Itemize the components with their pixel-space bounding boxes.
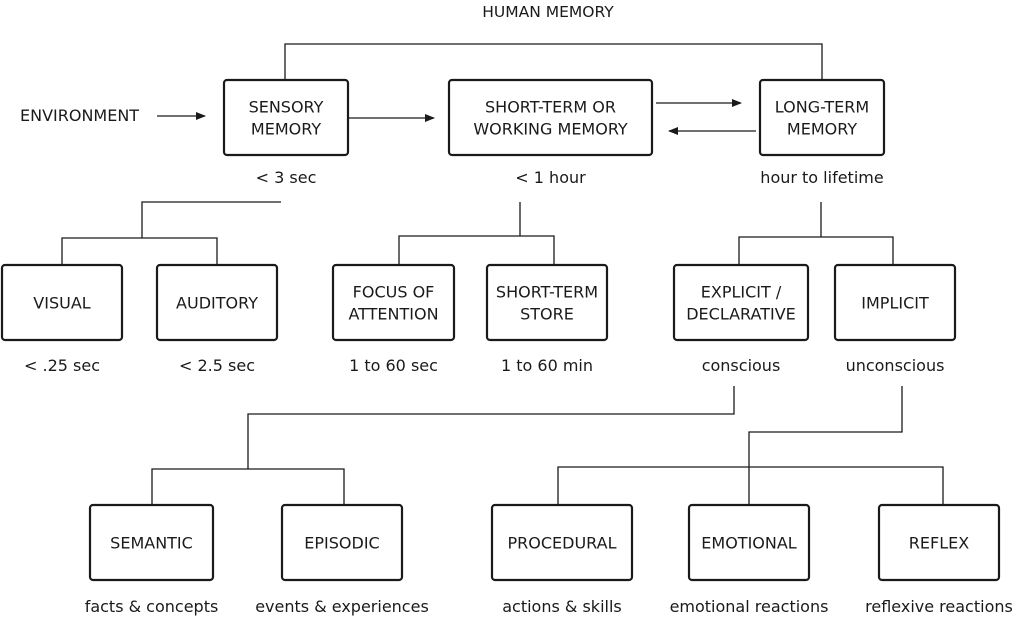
procedural-box xyxy=(490,503,634,582)
auditory-node: AUDITORY < 2.5 sec xyxy=(155,263,279,375)
procedural-label-line-1: PROCEDURAL xyxy=(508,534,617,553)
reflex-label-line-1: REFLEX xyxy=(909,534,969,553)
explicit-caption: conscious xyxy=(702,356,781,375)
explicit-children-bracket xyxy=(151,468,345,505)
implicit-children-bracket xyxy=(557,466,944,505)
semantic-caption: facts & concepts xyxy=(85,597,219,616)
nodes: SENSORY MEMORY < 3 sec SHORT-TERM OR WORKING… xyxy=(0,78,1013,616)
sensory-label-line-2: MEMORY xyxy=(251,120,321,139)
procedural-node: PROCEDURAL actions & skills xyxy=(490,503,634,616)
stsstore-label-line-2: STORE xyxy=(520,305,574,324)
longterm-children-bracket xyxy=(738,236,894,265)
emotional-label-line-1: EMOTIONAL xyxy=(701,534,797,553)
sensory-caption: < 3 sec xyxy=(256,168,317,187)
shortterm-label-line-1: SHORT-TERM OR xyxy=(485,98,616,117)
semantic-node: SEMANTIC facts & concepts xyxy=(85,503,219,616)
longterm-caption: hour to lifetime xyxy=(760,168,883,187)
episodic-label-line-1: EPISODIC xyxy=(304,534,379,553)
episodic-caption: events & experiences xyxy=(255,597,429,616)
implicit-box xyxy=(833,263,957,342)
shortterm-box xyxy=(447,78,654,157)
environment-label: ENVIRONMENT xyxy=(20,106,139,125)
longterm-node: LONG-TERM MEMORY hour to lifetime xyxy=(758,78,886,187)
visual-box xyxy=(0,263,124,342)
auditory-label-line-1: AUDITORY xyxy=(176,294,258,313)
emotional-box xyxy=(687,503,811,582)
stsstore-label-line-1: SHORT-TERM xyxy=(496,283,598,302)
emotional-caption: emotional reactions xyxy=(670,597,829,616)
episodic-box xyxy=(280,503,404,582)
focus-node: FOCUS OF ATTENTION 1 to 60 sec xyxy=(331,263,456,375)
shortterm-label-line-2: WORKING MEMORY xyxy=(473,120,628,139)
diagram-title: HUMAN MEMORY xyxy=(482,3,614,21)
episodic-node: EPISODIC events & experiences xyxy=(255,503,429,616)
visual-label-line-1: VISUAL xyxy=(33,294,90,313)
sensory-children-bracket xyxy=(61,237,218,265)
longterm-box xyxy=(758,78,886,157)
implicit-caption: unconscious xyxy=(846,356,945,375)
title-bracket xyxy=(284,43,823,80)
connectors xyxy=(61,43,944,505)
emotional-node: EMOTIONAL emotional reactions xyxy=(670,503,829,616)
focus-label-line-2: ATTENTION xyxy=(348,305,438,324)
reflex-box xyxy=(877,503,1001,582)
sensory-node: SENSORY MEMORY < 3 sec xyxy=(222,78,350,187)
implicit-node: IMPLICIT unconscious xyxy=(833,263,957,375)
shortterm-children-bracket xyxy=(398,235,555,265)
auditory-box xyxy=(155,263,279,342)
stsstore-caption: 1 to 60 min xyxy=(501,356,593,375)
implicit-label-line-1: IMPLICIT xyxy=(861,294,929,313)
visual-caption: < .25 sec xyxy=(24,356,100,375)
shortterm-caption: < 1 hour xyxy=(515,168,586,187)
explicit-label-line-1: EXPLICIT / xyxy=(701,283,782,302)
auditory-caption: < 2.5 sec xyxy=(179,356,255,375)
sensory-label-line-1: SENSORY xyxy=(249,98,324,117)
stsstore-node: SHORT-TERM STORE 1 to 60 min xyxy=(485,263,609,375)
stsstore-box xyxy=(485,263,609,342)
reflex-caption: reflexive reactions xyxy=(865,597,1013,616)
semantic-label-line-1: SEMANTIC xyxy=(110,534,193,553)
sensory-box xyxy=(222,78,350,157)
focus-caption: 1 to 60 sec xyxy=(349,356,438,375)
focus-label-line-1: FOCUS OF xyxy=(353,283,435,302)
explicit-label-line-2: DECLARATIVE xyxy=(686,305,796,324)
explicit-box xyxy=(672,263,810,342)
semantic-box xyxy=(88,503,215,582)
visual-node: VISUAL < .25 sec xyxy=(0,263,124,375)
longterm-label-line-1: LONG-TERM xyxy=(775,98,869,117)
procedural-caption: actions & skills xyxy=(502,597,622,616)
longterm-label-line-2: MEMORY xyxy=(787,120,857,139)
explicit-branch xyxy=(247,386,735,469)
explicit-node: EXPLICIT / DECLARATIVE conscious xyxy=(672,263,810,375)
implicit-branch xyxy=(748,386,903,505)
sensory-branch xyxy=(141,201,281,238)
reflex-node: REFLEX reflexive reactions xyxy=(865,503,1013,616)
focus-box xyxy=(331,263,456,342)
shortterm-node: SHORT-TERM OR WORKING MEMORY < 1 hour xyxy=(447,78,654,187)
